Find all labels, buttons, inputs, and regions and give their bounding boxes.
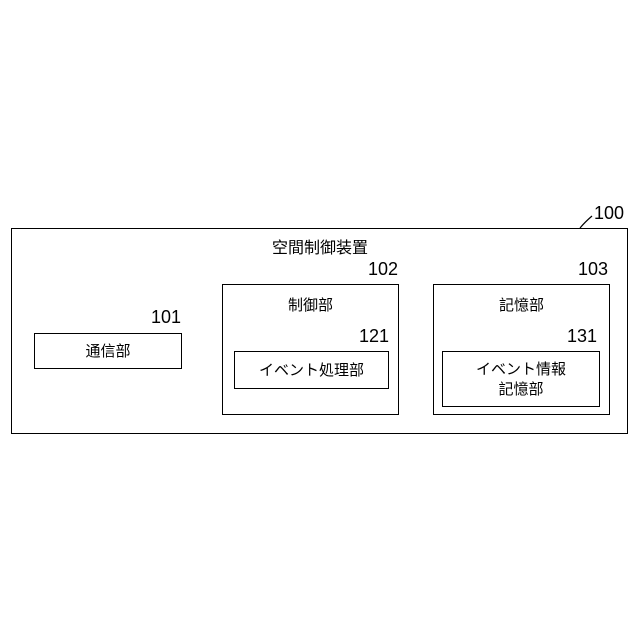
control-unit-box: 制御部 bbox=[222, 284, 399, 415]
event-processing-unit-box: イベント処理部 bbox=[234, 351, 389, 389]
event-processing-unit-ref: 121 bbox=[359, 326, 389, 347]
event-info-storage-unit-ref: 131 bbox=[567, 326, 597, 347]
communication-unit-label: 通信部 bbox=[35, 341, 181, 361]
communication-unit-box: 通信部 bbox=[34, 333, 182, 369]
control-unit-ref: 102 bbox=[368, 259, 398, 280]
device-title: 空間制御装置 bbox=[0, 234, 640, 258]
storage-unit-label: 記憶部 bbox=[434, 295, 609, 315]
device-ref-number: 100 bbox=[594, 203, 624, 224]
event-info-storage-label-line2: 記憶部 bbox=[443, 379, 599, 399]
event-processing-unit-label: イベント処理部 bbox=[235, 360, 388, 380]
control-unit-label: 制御部 bbox=[223, 295, 398, 315]
communication-unit-ref: 101 bbox=[151, 307, 181, 328]
storage-unit-ref: 103 bbox=[578, 259, 608, 280]
event-info-storage-label-line1: イベント情報 bbox=[443, 359, 599, 379]
event-info-storage-unit-box: イベント情報 記憶部 bbox=[442, 351, 600, 407]
